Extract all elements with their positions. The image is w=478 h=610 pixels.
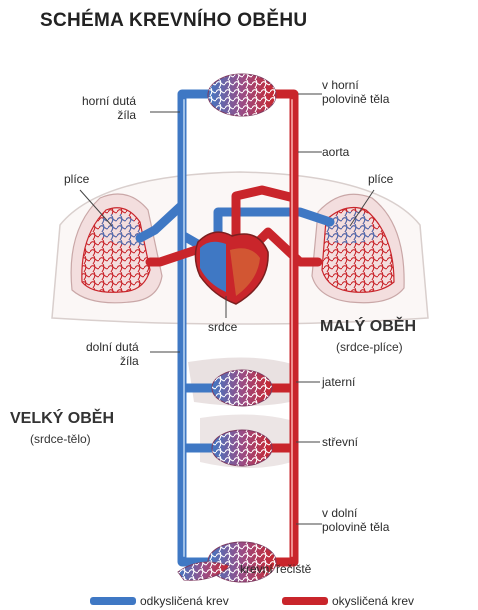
blue-vessel-icon	[90, 597, 136, 605]
red-vessel-icon	[282, 597, 328, 605]
velky-obeh-desc: (srdce-tělo)	[30, 432, 91, 446]
label-horni-duta-zila: horní dutá žíla	[82, 94, 136, 122]
legend-deoxygenated-label: odkysličená krev	[140, 594, 229, 608]
legend-capillary-label: krevní řečiště	[240, 562, 311, 576]
label-plice-right: plíce	[368, 172, 393, 186]
maly-obeh-desc: (srdce-plíce)	[336, 340, 403, 354]
label-strevni: střevní	[322, 435, 358, 449]
capillary-bed-upper	[208, 74, 276, 116]
capillary-bed-intestine	[212, 430, 272, 466]
page-title: SCHÉMA KREVNÍHO OBĚHU	[40, 10, 307, 32]
capillary-bed-liver	[212, 370, 272, 406]
velky-obeh-title: VELKÝ OBĚH	[10, 410, 114, 428]
label-aorta: aorta	[322, 145, 349, 159]
label-plice-left: plíce	[64, 172, 89, 186]
maly-obeh-title: MALÝ OBĚH	[320, 318, 416, 336]
label-v-dolni-polovine-tela: v dolní polovině těla	[322, 506, 389, 534]
label-jaterni: jaterní	[322, 375, 355, 389]
label-v-horni-polovine-tela: v horní polovině těla	[322, 78, 389, 106]
label-dolni-duta-zila: dolní dutá žíla	[86, 340, 139, 368]
label-srdce: srdce	[208, 320, 237, 334]
legend-oxygenated-label: okysličená krev	[332, 594, 414, 608]
